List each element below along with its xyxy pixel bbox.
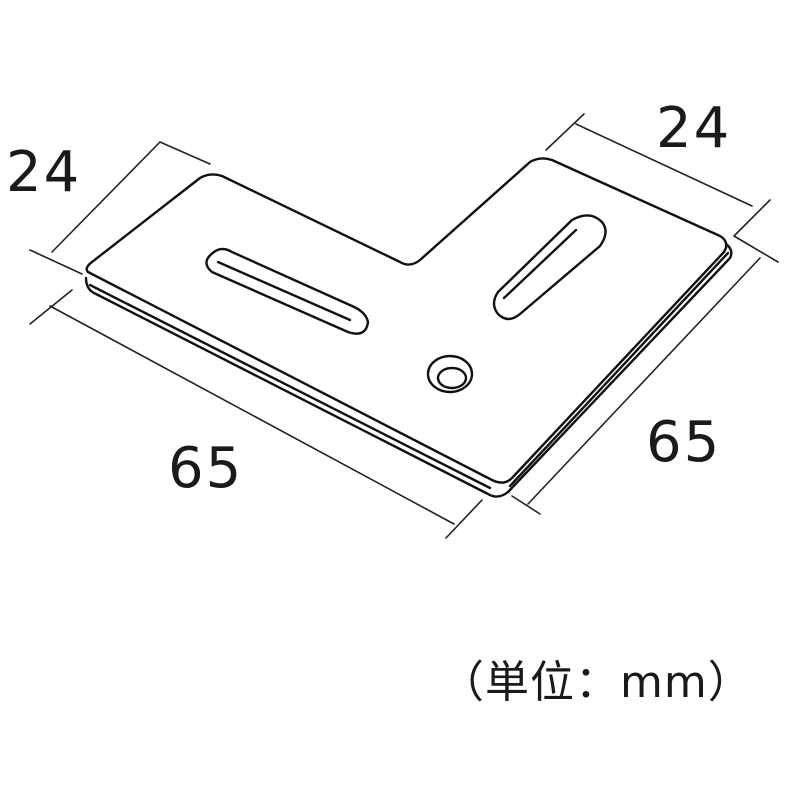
- unit-note: （単位：mm）: [440, 657, 753, 708]
- dim-line-bottom-right: [527, 257, 761, 505]
- plate-thickness-left: [84, 276, 510, 498]
- slot-right: [492, 214, 607, 321]
- round-hole: [426, 354, 474, 394]
- dim-line-bottom-left: [49, 305, 455, 525]
- dim-label-top-left: 24: [6, 140, 82, 205]
- dim-line-top-left: [51, 141, 161, 253]
- dim-label-bottom-right: 65: [646, 410, 722, 475]
- dim-label-bottom-left: 65: [168, 436, 244, 501]
- slot-left: [205, 247, 370, 335]
- plate-top-face: [85, 157, 728, 484]
- dim-line-top-right: [575, 123, 753, 207]
- dim-label-top-right: 24: [656, 96, 732, 161]
- plate-thickness-right: [506, 242, 733, 494]
